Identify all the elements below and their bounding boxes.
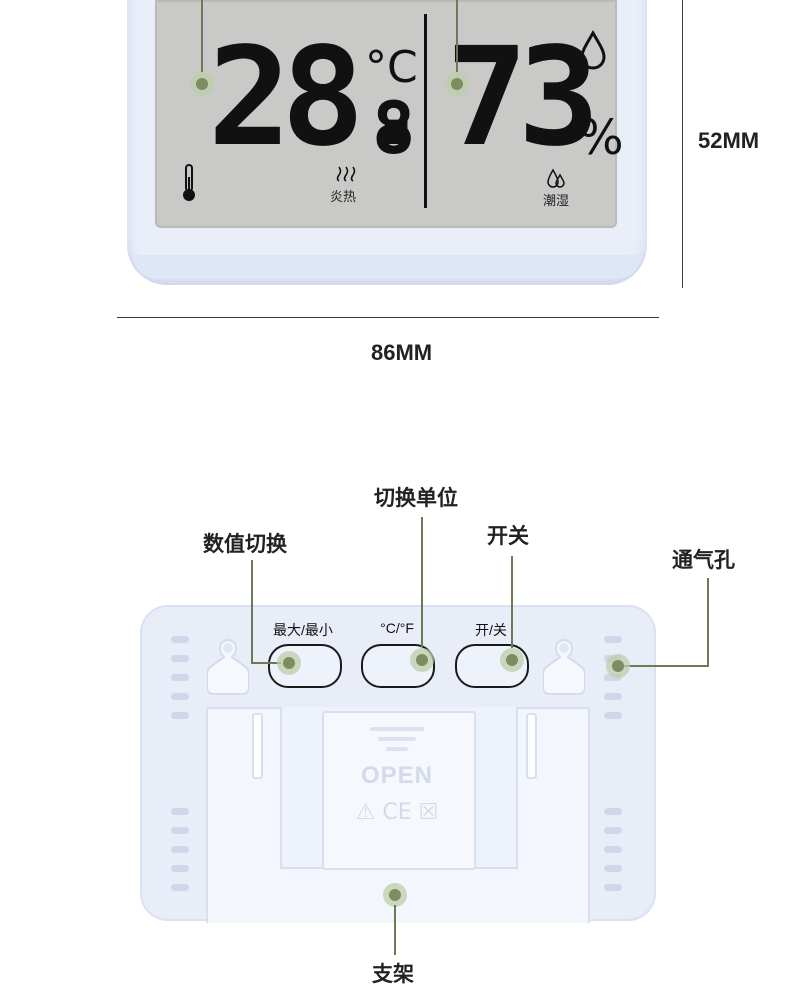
callout-switch-unit: 切换单位 [374,486,458,510]
vent-slot [604,884,622,891]
temperature-decimal: 8 [372,86,416,170]
vent-slot [604,846,622,853]
callout-stand: 支架 [372,962,414,986]
marker-dot [606,654,630,678]
droplet-icon [580,30,606,70]
vent-slot [171,884,189,891]
vent-slot [604,674,622,681]
vent-slot [604,827,622,834]
leader-line [251,560,253,664]
vent-slot [171,808,189,815]
vent-slot [604,808,622,815]
marker-dot [410,648,434,672]
lcd-screen [155,0,617,228]
height-dimension-line [682,0,683,288]
vent-slot [604,636,622,643]
marker-dot [500,648,524,672]
stand-hinge-slot [252,713,263,779]
battery-cover-grip [386,747,408,751]
wall-mount-keyhole-icon [207,638,249,695]
temperature-status: 炎热 [330,190,357,205]
vent-slot [171,693,189,700]
marker-dot [383,883,407,907]
humidity-drop-icon [547,168,565,188]
vent-slot [171,636,189,643]
button-label-unit: °C/°F [380,620,414,636]
leader-line [421,517,423,647]
callout-power: 开关 [487,524,529,548]
leader-line [394,905,396,955]
battery-cover[interactable] [322,711,476,870]
leader-line [456,0,458,72]
leader-line [201,0,203,72]
humidity-unit: % [578,110,624,166]
humidity-status: 潮湿 [543,194,570,209]
marker-dot [190,72,214,96]
heat-waves-icon [336,166,356,182]
thermometer-icon [183,164,195,201]
temperature-unit: °C [365,42,418,93]
wall-mount-keyhole-icon [543,638,585,695]
leader-line [511,556,513,648]
vent-slot [171,655,189,662]
callout-vent: 通气孔 [672,548,735,572]
width-dimension-label: 86MM [371,340,433,365]
battery-cover-open-text: OPEN [360,762,433,789]
leader-line [251,662,281,664]
humidity-value: 73 [446,19,600,177]
vent-slot [171,827,189,834]
vent-slot [604,712,622,719]
certification-marks: ⚠ CE ☒ [355,800,439,825]
vent-slot [171,674,189,681]
leader-line [707,578,709,666]
vent-slot [604,865,622,872]
max-min-button[interactable] [268,644,342,688]
temperature-value: 28. [207,19,438,177]
leader-line [620,665,709,667]
vent-slot [171,846,189,853]
battery-cover-grip [378,737,416,741]
battery-cover-grip [370,727,424,731]
vent-slot [171,712,189,719]
marker-dot [277,651,301,675]
button-label-max-min: 最大/最小 [273,622,333,638]
height-dimension-label: 52MM [698,128,760,153]
lcd-divider [424,14,427,208]
stand-hinge-slot [526,713,537,779]
callout-value-switch: 数值切换 [203,532,287,556]
width-dimension-line [117,317,659,318]
vent-slot [171,865,189,872]
vent-slot [604,693,622,700]
button-label-power: 开/关 [475,622,507,638]
marker-dot [445,72,469,96]
